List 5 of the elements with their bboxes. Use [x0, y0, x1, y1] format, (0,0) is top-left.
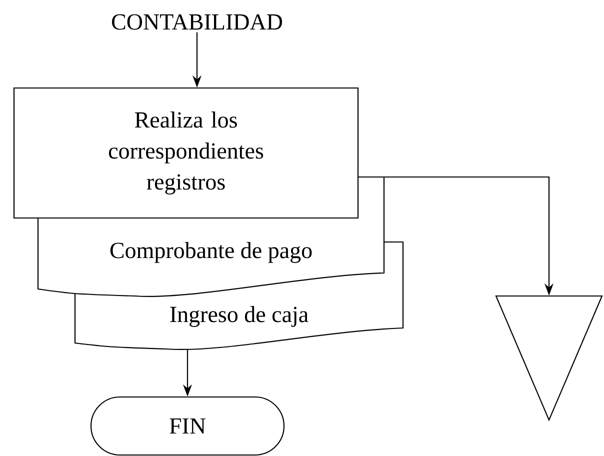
node-text: Ingreso de caja: [170, 306, 308, 327]
node-text: Comprobante de pago: [110, 242, 312, 263]
terminator: FIN: [90, 396, 285, 456]
heading-text: CONTABILIDAD: [112, 14, 282, 30]
process-box: Realiza los correspondientes registros: [13, 87, 359, 219]
